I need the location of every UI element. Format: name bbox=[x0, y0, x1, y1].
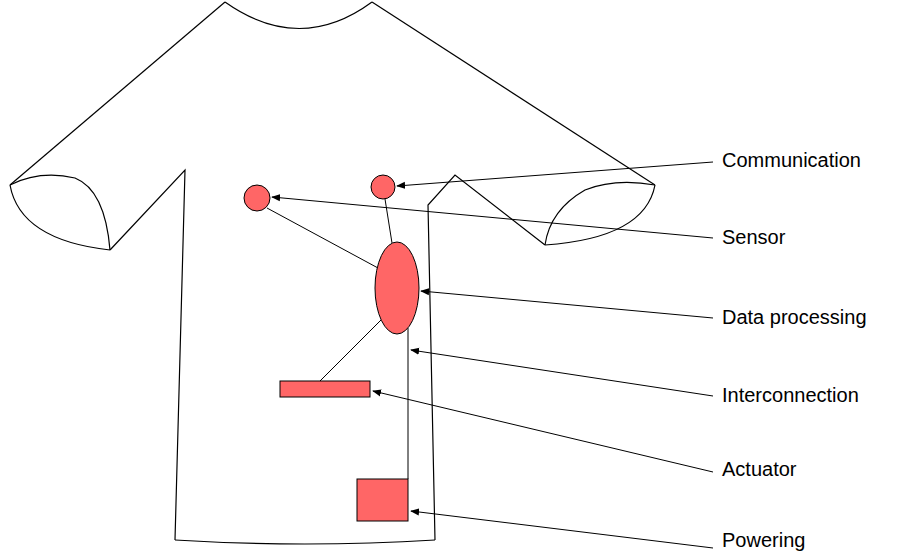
right-cuff-lower bbox=[545, 185, 655, 245]
interconnection-wire bbox=[408, 328, 409, 479]
left-shoulder bbox=[10, 2, 225, 185]
power-rect bbox=[357, 479, 408, 521]
left-side bbox=[110, 170, 185, 540]
leader-lines bbox=[272, 162, 713, 548]
wire bbox=[267, 208, 378, 268]
right-side bbox=[428, 175, 545, 540]
processor-ellipse bbox=[375, 242, 419, 334]
leader-line bbox=[411, 350, 713, 396]
leader-line bbox=[272, 197, 713, 238]
component-wires bbox=[267, 199, 408, 479]
shirt-outline bbox=[10, 2, 655, 544]
communication-circle bbox=[371, 175, 395, 199]
hem bbox=[175, 540, 435, 544]
actuator-rect bbox=[280, 381, 370, 397]
leader-line bbox=[411, 511, 713, 548]
wire bbox=[320, 320, 381, 381]
part-label: Actuator bbox=[722, 457, 796, 481]
part-label: Data processing bbox=[722, 305, 867, 329]
leader-line bbox=[373, 391, 713, 472]
components bbox=[244, 175, 419, 521]
right-cuff bbox=[545, 182, 655, 245]
right-shoulder bbox=[372, 2, 655, 185]
sensor-circle bbox=[244, 185, 270, 211]
leader-line bbox=[397, 162, 713, 186]
leader-line bbox=[421, 291, 713, 318]
part-label: Interconnection bbox=[722, 383, 859, 407]
part-label: Sensor bbox=[722, 225, 785, 249]
left-cuff bbox=[10, 175, 110, 250]
wire bbox=[385, 199, 392, 243]
part-label: Powering bbox=[722, 528, 805, 552]
left-cuff-lower bbox=[10, 185, 110, 250]
part-label: Communication bbox=[722, 148, 861, 172]
collar bbox=[225, 2, 372, 29]
